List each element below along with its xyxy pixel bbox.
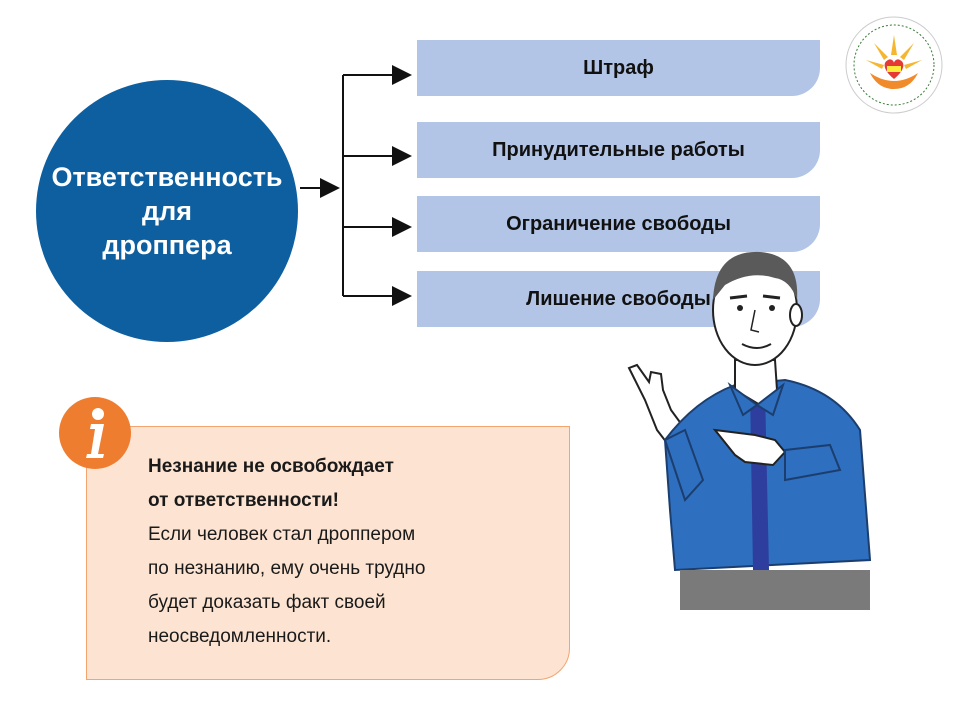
pointing-man-illustration: [585, 240, 885, 640]
info-note-text: Незнание не освобождает от ответственнос…: [148, 456, 426, 647]
info-note-box: [86, 426, 570, 680]
info-icon: [58, 396, 132, 470]
outcome-fine: Штраф: [417, 40, 820, 96]
outcome-forced-labor: Принудительные работы: [417, 122, 820, 178]
outcome-restriction-of-freedom: Ограничение свободы: [417, 196, 820, 252]
circle-title: Ответственность для дроппера: [51, 162, 283, 260]
responsibility-circle: Ответственность для дроппера: [36, 80, 298, 342]
organization-logo-icon: [844, 15, 944, 115]
